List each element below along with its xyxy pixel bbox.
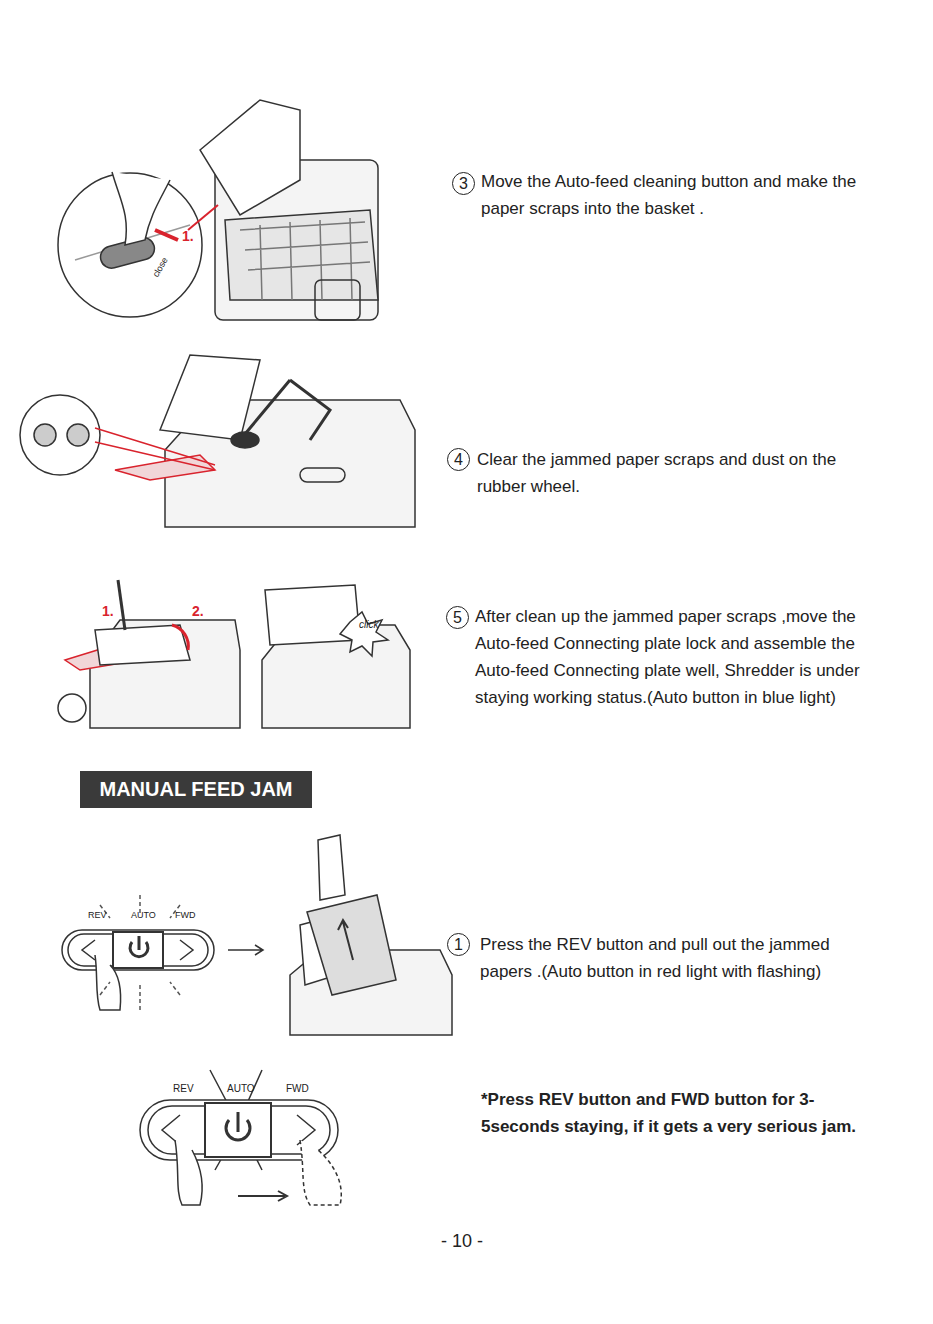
part-label: 2.	[192, 603, 204, 620]
step-text: After clean up the jammed paper scraps ,…	[475, 603, 865, 711]
shredder-plate-assembly	[58, 580, 410, 728]
step-number-circle: 1	[447, 933, 470, 956]
node-text: MANUAL FEED JAM	[100, 778, 293, 801]
part-label: 1.	[102, 603, 114, 620]
shredder-brush-wheel	[20, 355, 415, 527]
button-panel	[62, 895, 263, 1012]
step-text: Move the Auto-feed cleaning button and m…	[481, 168, 861, 222]
step-text: Press the REV button and pull out the ja…	[480, 931, 860, 985]
node-text: 3	[459, 175, 468, 193]
part-label: FWD	[286, 1083, 309, 1095]
part-label: AUTO	[131, 910, 156, 921]
step-text: Clear the jammed paper scraps and dust o…	[477, 446, 857, 500]
part-label: FWD	[175, 910, 196, 921]
section-band: MANUAL FEED JAM	[80, 771, 312, 808]
step-number-circle: 5	[446, 606, 469, 629]
magnifier-cleaning-button	[58, 172, 218, 317]
step-text: *Press REV button and FWD button for 3-5…	[481, 1086, 861, 1140]
part-label: REV	[173, 1083, 194, 1095]
part-label: - 10 -	[441, 1228, 483, 1255]
step-number-circle: 3	[452, 172, 475, 195]
part-label: click	[359, 619, 378, 631]
step-number-circle: 4	[447, 448, 470, 471]
part-label: REV	[88, 910, 107, 921]
part-label: AUTO	[227, 1083, 255, 1095]
button-panel-long-press	[140, 1070, 341, 1205]
node-text: 1	[454, 936, 463, 954]
part-label: 1.	[182, 228, 194, 245]
shredder-pull-paper	[290, 835, 452, 1035]
node-text: 4	[454, 451, 463, 469]
node-text: 5	[453, 609, 462, 627]
shredder-open-basket	[200, 100, 378, 320]
